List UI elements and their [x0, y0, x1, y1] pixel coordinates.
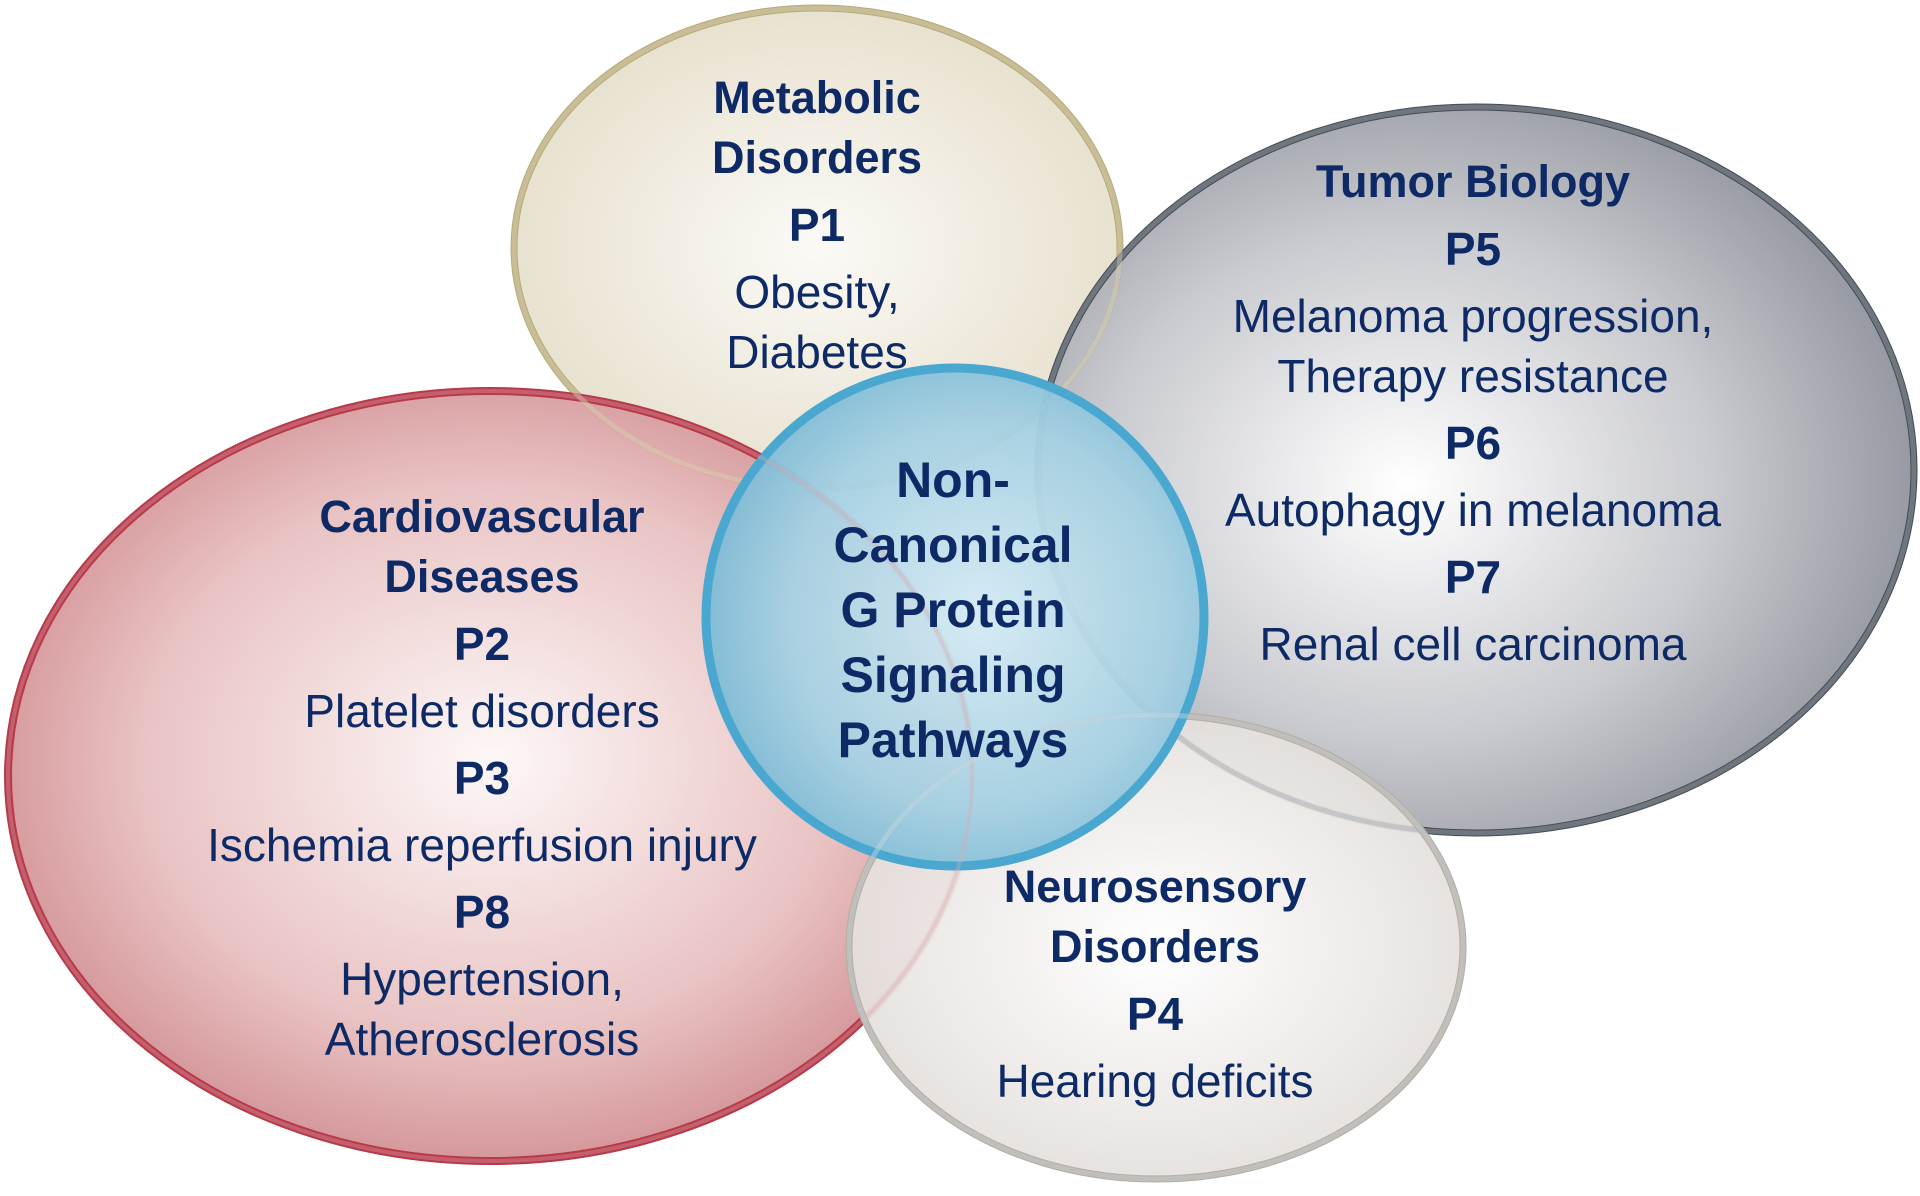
- tumor-biology-group: Tumor Biology P5 Melanoma progression, T…: [1225, 152, 1721, 674]
- center-line-1: Non-: [896, 452, 1010, 508]
- project-p5-desc-1: Melanoma progression,: [1232, 290, 1714, 342]
- project-p8-desc-1: Hypertension,: [340, 953, 624, 1005]
- neuro-overlap-outline: [846, 712, 1466, 1182]
- metabolic-title-line-1: Metabolic: [713, 72, 921, 123]
- neuro-title-line-2: Disorders: [1049, 921, 1261, 972]
- project-p4-desc: Hearing deficits: [996, 1055, 1314, 1107]
- cardio-title-line-1: Cardiovascular: [319, 491, 645, 542]
- tumor-title: Tumor Biology: [1315, 156, 1631, 207]
- center-line-2: Canonical: [833, 517, 1073, 573]
- center-label: Non- Canonical G Protein Signaling Pathw…: [834, 448, 1073, 773]
- project-code-p2: P2: [453, 618, 511, 670]
- project-code-p5: P5: [1444, 223, 1502, 275]
- center-circle: [701, 363, 1209, 871]
- center-line-3: G Protein: [840, 582, 1066, 638]
- project-p3-desc: Ischemia reperfusion injury: [207, 819, 757, 871]
- project-p1-desc-1: Obesity,: [734, 266, 900, 318]
- project-p2-desc: Platelet disorders: [304, 685, 660, 737]
- metabolic-title-line-2: Disorders: [711, 132, 923, 183]
- neuro-title-line-1: Neurosensory: [1003, 861, 1307, 912]
- project-code-p1: P1: [788, 199, 846, 251]
- project-p6-desc: Autophagy in melanoma: [1224, 484, 1722, 536]
- cardio-overlap-outline: [6, 389, 974, 1163]
- project-code-p8: P8: [453, 886, 511, 938]
- project-code-p6: P6: [1444, 417, 1502, 469]
- project-code-p3: P3: [453, 752, 511, 804]
- project-p7-desc: Renal cell carcinoma: [1259, 618, 1687, 670]
- metabolic-disorders-group: Metabolic Disorders P1 Obesity, Diabetes: [712, 68, 922, 382]
- project-code-p7: P7: [1444, 551, 1502, 603]
- cardio-title-line-2: Diseases: [384, 551, 580, 602]
- project-code-p4: P4: [1126, 988, 1184, 1040]
- cardiovascular-diseases-group: Cardiovascular Diseases P2 Platelet diso…: [207, 487, 757, 1069]
- neurosensory-disorders-group: Neurosensory Disorders P4 Hearing defici…: [996, 857, 1313, 1111]
- project-p1-desc-2: Diabetes: [726, 326, 908, 378]
- project-p5-desc-2: Therapy resistance: [1277, 350, 1669, 402]
- project-p8-desc-2: Atherosclerosis: [324, 1013, 640, 1065]
- center-line-5: Pathways: [837, 712, 1069, 768]
- center-line-4: Signaling: [840, 647, 1066, 703]
